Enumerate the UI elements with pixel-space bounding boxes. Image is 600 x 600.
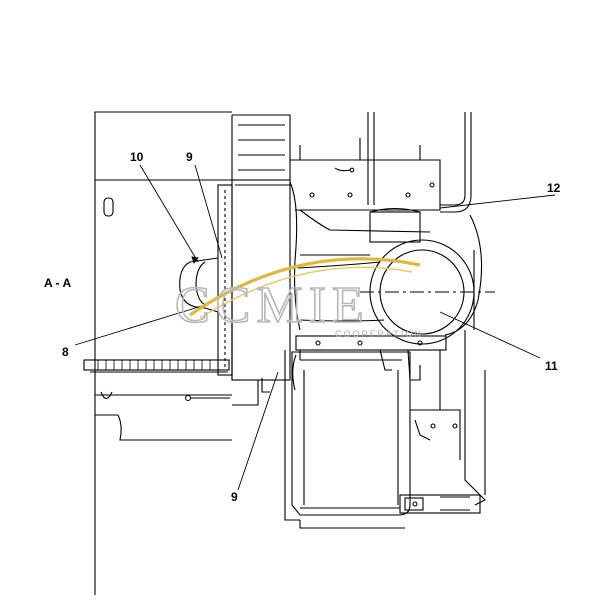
- callout-labels: A - A 10 9 12 8 11 9: [44, 150, 561, 504]
- watermark-swoosh: [189, 257, 421, 317]
- leader-lines: [74, 164, 556, 491]
- callout-11: 11: [545, 359, 558, 373]
- grille: [97, 360, 219, 370]
- watermark-logo: CCMIE COOPERATION: [174, 257, 423, 339]
- callout-10: 10: [130, 150, 144, 164]
- crossbar: [292, 335, 447, 391]
- callout-9-top: 9: [186, 150, 193, 164]
- lower-box: [284, 330, 486, 529]
- blower-housing: [289, 138, 441, 331]
- callout-9-bottom: 9: [231, 490, 238, 504]
- callout-8: 8: [62, 345, 69, 359]
- pipes: [367, 112, 472, 213]
- section-label: A - A: [44, 276, 71, 290]
- watermark-text: CCMIE: [175, 277, 370, 334]
- callout-12: 12: [547, 181, 561, 195]
- watermark-subtext: COOPERATION: [335, 329, 423, 339]
- plenum-panel: [184, 114, 291, 406]
- left-housing: [83, 111, 232, 595]
